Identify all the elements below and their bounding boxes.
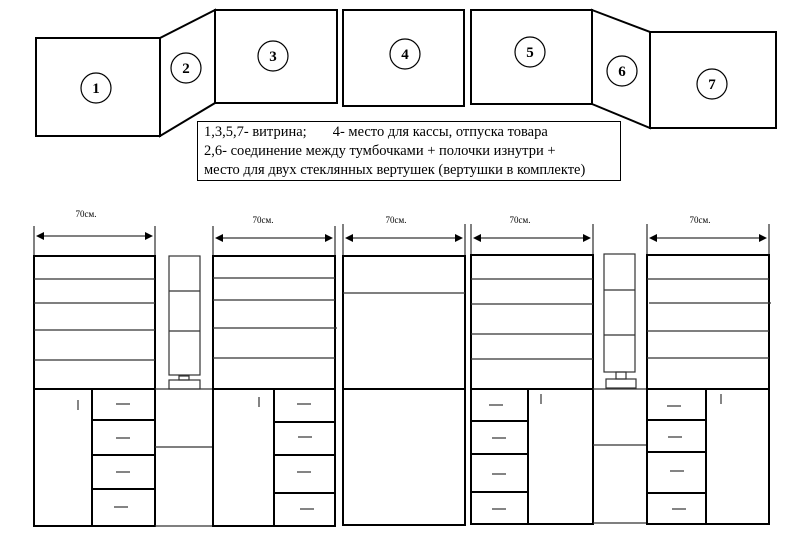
dimension-lines <box>33 224 770 256</box>
legend-showcase: 1,3,5,7- витрина; <box>204 124 307 140</box>
connector-2 <box>155 255 213 527</box>
rotating-stand <box>603 253 636 373</box>
legend-stands: место для двух стеклянных вертушек (верт… <box>204 162 586 178</box>
section-label: 5 <box>526 45 534 61</box>
dimension-label: 70см. <box>386 215 407 225</box>
cabinet-4 <box>342 255 466 526</box>
plan-view: 1 2 3 4 5 6 7 <box>35 8 777 138</box>
section-label: 2 <box>182 61 190 77</box>
section-label: 7 <box>708 77 716 93</box>
legend-box: 1,3,5,7- витрина; 4- место для кассы, отп… <box>197 121 621 181</box>
section-label: 3 <box>269 49 277 65</box>
dimension-label: 70см. <box>510 215 531 225</box>
dimension-label: 70см. <box>76 209 97 219</box>
legend-cashier: 4- место для кассы, отпуска товара <box>332 124 548 140</box>
cabinet-7 <box>646 254 771 525</box>
connector-6 <box>593 253 647 524</box>
section-7 <box>649 31 777 129</box>
legend-connector: 2,6- соединение между тумбочками + полоч… <box>204 143 556 159</box>
cabinet-3 <box>212 255 337 527</box>
section-label: 4 <box>401 47 409 63</box>
section-label: 1 <box>92 81 100 97</box>
section-label: 6 <box>618 64 626 80</box>
cabinet-1 <box>33 255 156 527</box>
dimension-label: 70см. <box>253 215 274 225</box>
section-4 <box>342 9 465 107</box>
cabinet-5 <box>470 254 594 525</box>
dimension-label: 70см. <box>690 215 711 225</box>
rotating-stand <box>168 255 201 376</box>
section-3 <box>214 9 338 104</box>
